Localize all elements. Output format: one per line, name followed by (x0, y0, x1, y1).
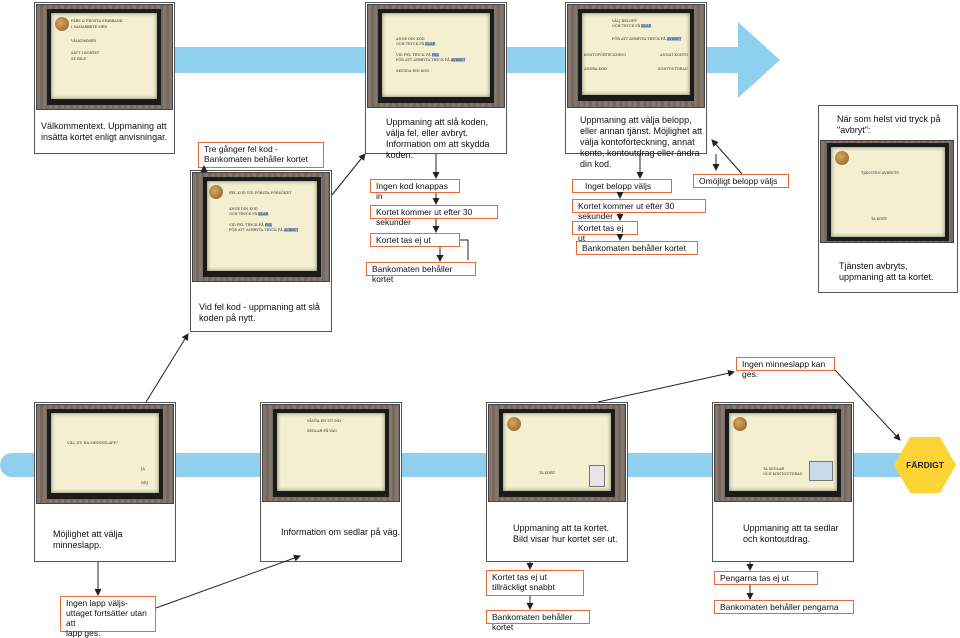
atm-screen-take-cash: TA SEDLAR OCH KONTOUTDRAG (714, 404, 852, 502)
take-card-caption: Uppmaning att ta kortet. Bild visar hur … (513, 523, 618, 544)
box-card-out-30-b: Kortet kommer ut efter 30 sekunder (572, 199, 706, 221)
abort-title: När som helst vid tryck på "avbryt": (837, 114, 941, 135)
box-wrong-three: Tre gånger fel kod - Bankomaten behåller… (198, 142, 324, 168)
box-atm-keeps-money: Bankomaten behåller pengarna (714, 600, 854, 614)
box-no-receipt-avail: Ingen minneslapp kan ges. (736, 357, 835, 379)
atm-screen-welcome: FÄRS & FROSTA SPARBANK I SAMARBETE MED V… (36, 4, 173, 110)
box-impossible-amount: Omöjligt belopp väljs (693, 174, 789, 188)
atm-screen-amount: VÄLJ BELOPP OCH TRYCK PÅ KLAR FÖR ATT AV… (567, 4, 705, 108)
box-no-receipt-chosen: Ingen lapp välj­s-uttaget fortsätter uta… (60, 596, 156, 638)
box-atm-keeps-b: Bankomaten behåller kortet (576, 241, 698, 255)
box-atm-keeps-c: Bankomaten behåller kortet (486, 610, 590, 632)
box-no-amount: Inget belopp väljs (572, 179, 672, 193)
atm-screen-receipt: VILL DU HA MINNESLAPP? JA NEJ (36, 404, 174, 504)
end-label: FÄRDIGT (906, 460, 944, 470)
abort-caption: Tjänsten avbryts, uppmaning att ta korte… (839, 261, 934, 282)
atm-screen-abort: TJÄNSTEN AVBRYTS TA KORT (820, 140, 954, 243)
box-card-not-taken: Kortet tas ej ut (370, 233, 460, 247)
receipt-caption: Möjlighet att välja minneslapp. (53, 529, 123, 550)
box-atm-keeps: Bankomaten behåller kortet (366, 262, 476, 284)
atm-screen-take-card: TA KORT (488, 404, 626, 502)
box-card-out-30: Kortet kommer ut efter 30 sekunder (370, 205, 498, 227)
wrong-code-caption: Vid fel kod - uppmaning att slå koden på… (199, 302, 320, 323)
amount-caption: Uppmaning att välja belopp, eller annan … (580, 115, 703, 169)
atm-screen-notes: VÄNTA EN STUND SEDLAR PÅ VÄG (262, 404, 400, 502)
notes-caption: Information om sedlar på väg. (281, 527, 401, 537)
code-caption: Uppmaning att slå koden, välja fel, elle… (386, 117, 490, 160)
box-card-not-taken-fast: Kortet tas ej ut tillräckligt snabbt (486, 570, 584, 596)
welcome-caption: Välkommentext. Uppmaning att insätta kor… (41, 121, 168, 142)
box-card-not-taken-b: Kortet tas ej ut (572, 221, 638, 243)
atm-screen-code: ANGE DIN KOD OCH TRYCK PÅ KLAR VID FEL T… (367, 4, 505, 108)
atm-screen-wrong-code: FEL KOD VID FÖRSTA FÖRSÖKET ANGE DIN KOD… (192, 172, 330, 282)
take-cash-caption: Uppmaning att ta sedlar och kontoutdrag. (743, 523, 839, 544)
box-no-code: Ingen kod knappas in (370, 179, 460, 201)
box-money-not-taken: Pengarna tas ej ut (714, 571, 818, 585)
